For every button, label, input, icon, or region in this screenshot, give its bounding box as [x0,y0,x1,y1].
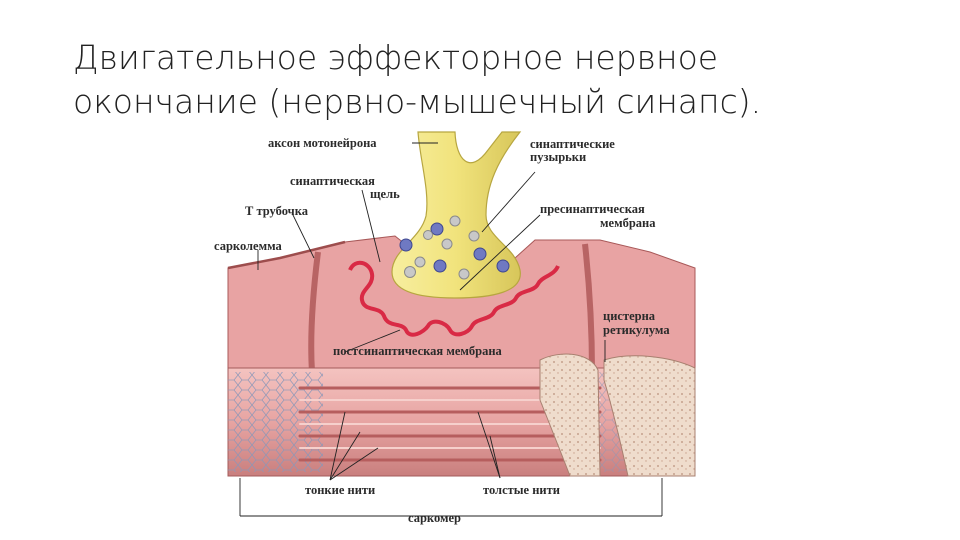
slide-title: Двигательное эффекторное нервное окончан… [73,36,893,124]
leader-lines [239,142,663,517]
muscle-surface [227,235,696,371]
label-vesicles: синаптические [530,137,615,151]
label-postsynaptic: постсинаптическая мембрана [333,344,503,358]
synaptic-vesicles [399,215,510,280]
t-tubule [582,243,595,373]
postsynaptic-membrane [348,260,560,337]
label-thin-filaments: тонкие нити [305,483,375,497]
label-cleft: синаптическая [290,174,375,188]
sarcolemma-edge [227,240,346,270]
slide-title-line-2: окончание (нервно-мышечный синапс). [73,82,762,121]
label-cistern: цистерна [603,309,656,323]
reticulum-cistern [603,355,696,477]
label-axon: аксон мотонейрона [268,136,377,150]
label-t-tubule: Т трубочка [245,204,309,218]
axon-terminal [391,131,522,299]
label-sarcolemma: сарколемма [214,239,283,253]
slide-title-line-1: Двигательное эффекторное нервное [73,38,719,77]
reticulum-cistern [539,353,601,477]
label-sarcomere: саркомер [408,511,461,525]
t-tubule [308,251,321,373]
label-thick-filaments: толстые нити [483,483,560,497]
label-cleft: щель [370,187,400,201]
label-presynaptic: мембрана [600,216,656,230]
label-vesicles: пузырьки [530,150,586,164]
label-cistern: ретикулума [603,323,670,337]
label-presynaptic: пресинаптическая [540,202,645,216]
